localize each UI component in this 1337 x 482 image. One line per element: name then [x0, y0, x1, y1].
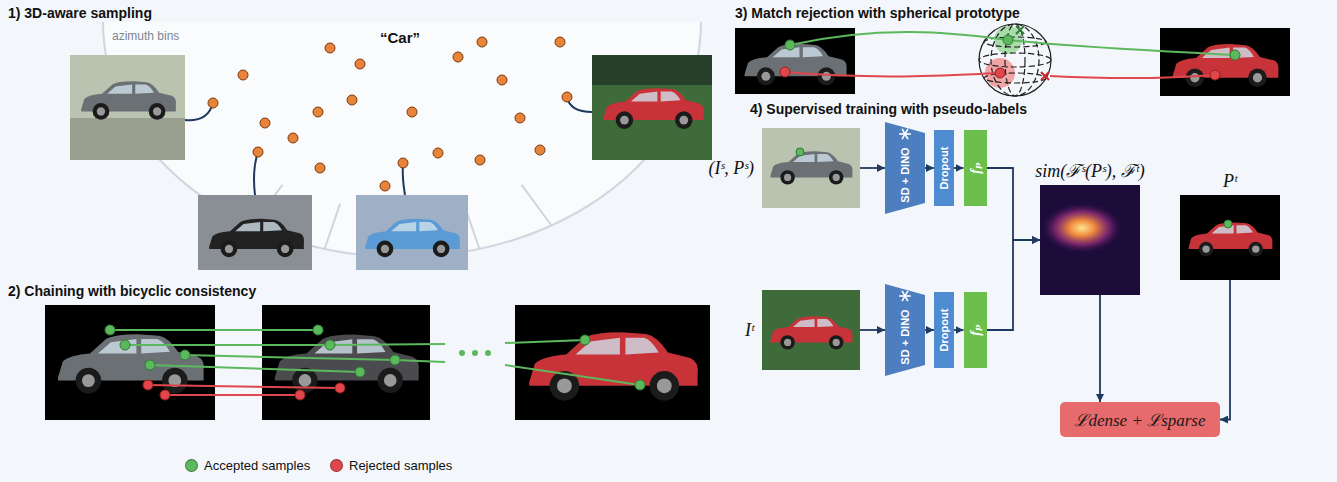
encoder-block: SD + DINO	[885, 122, 925, 214]
source-image: (Iˢ, Pˢ)	[762, 128, 860, 208]
panel-heading: 1) 3D-aware sampling	[8, 5, 152, 21]
dropout-box: Dropout	[934, 130, 954, 206]
legend-swatch	[330, 459, 343, 472]
legend-text: Rejected samples	[349, 458, 452, 473]
block-label: SD + DINO	[899, 309, 911, 364]
block-label: Dropout	[938, 147, 950, 190]
class-label: “Car”	[380, 29, 420, 46]
block-label: Dropout	[938, 309, 950, 352]
math-label: sim(ℱˢ(Pˢ), ℱᵗ)	[1035, 158, 1145, 182]
connector	[954, 329, 964, 331]
math-label: (Iˢ, Pˢ)	[708, 158, 754, 179]
axis-label: azimuth bins	[112, 29, 179, 43]
connector	[860, 167, 885, 169]
connector	[860, 329, 885, 331]
panel-heading: 2) Chaining with bicyclic consistency	[8, 283, 256, 299]
legend-text: Accepted samples	[204, 458, 310, 473]
connector	[1099, 295, 1101, 402]
legend-swatch	[185, 459, 198, 472]
connector	[954, 167, 964, 169]
encoder-block: SD + DINO	[885, 284, 925, 376]
connector	[925, 167, 934, 169]
panel-heading: 3) Match rejection with spherical protot…	[735, 5, 1020, 21]
projector-box: fₚ	[964, 130, 987, 206]
legend-item: Rejected samples	[330, 458, 452, 473]
panel-heading: 4) Supervised training with pseudo-label…	[750, 101, 1027, 117]
connector	[1220, 280, 1230, 420]
connector	[987, 168, 1041, 240]
block-label: fₚ	[967, 324, 984, 336]
connector	[987, 240, 1041, 330]
legend-item: Accepted samples	[185, 458, 310, 473]
similarity-map: sim(ℱˢ(Pˢ), ℱᵗ)	[1040, 185, 1140, 295]
frozen-icon	[898, 127, 912, 141]
frozen-icon	[898, 289, 912, 303]
math-label: Iᵗ	[745, 320, 754, 341]
dropout-box: Dropout	[934, 292, 954, 368]
target-label-image: Pᵗ	[1180, 195, 1280, 280]
loss-box: ℒdense + ℒsparse	[1060, 402, 1220, 437]
connector	[925, 329, 934, 331]
projector-box: fₚ	[964, 292, 987, 368]
target-image: Iᵗ	[762, 290, 860, 370]
block-label: SD + DINO	[899, 147, 911, 202]
loss-label: ℒdense + ℒsparse	[1074, 408, 1205, 431]
math-label: Pᵗ	[1223, 171, 1237, 192]
legend: Accepted samples Rejected samples	[0, 458, 700, 476]
block-label: fₚ	[967, 162, 984, 174]
